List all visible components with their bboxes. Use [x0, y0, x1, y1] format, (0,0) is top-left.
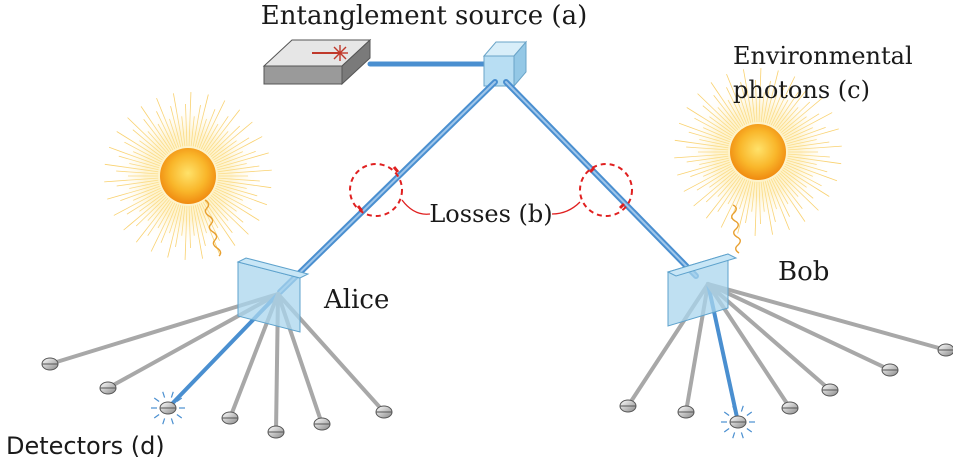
- detector-arm: [706, 282, 892, 372]
- detector-bulb-icon: [677, 405, 695, 419]
- detector-bulb-icon: [375, 405, 393, 419]
- environmental-photon-wave-right: [731, 204, 741, 254]
- spark-ray: [732, 405, 736, 412]
- losses-leader-left: [401, 199, 431, 215]
- beam-to-alice-highlight: [279, 81, 496, 293]
- spark-ray: [170, 391, 174, 398]
- losses-leader-right: [551, 201, 581, 215]
- detector-bulb-icon: [821, 383, 839, 397]
- detector-bulb-icon: [729, 415, 747, 429]
- spark-ray: [176, 413, 183, 419]
- detector-bulb-icon: [159, 401, 177, 415]
- detector-click-spark-alice: [151, 391, 185, 425]
- sun-icon: [104, 92, 272, 260]
- spark-ray: [746, 411, 753, 417]
- loss-marker-alice: [349, 163, 403, 217]
- bob-plate: [666, 253, 738, 327]
- spark-ray: [176, 397, 183, 403]
- laser-box-icon: [262, 38, 372, 86]
- spark-ray: [740, 405, 744, 412]
- environmental-photon-wave-left: [204, 199, 222, 257]
- losses-label: Losses (b): [429, 200, 552, 228]
- detector-arm: [706, 282, 948, 352]
- detector-click-spark-bob: [721, 405, 755, 439]
- detector-bulb-icon: [619, 399, 637, 413]
- environmental-label-line1: Environmental: [733, 42, 913, 70]
- detector-array-alice: [41, 292, 393, 439]
- spark-ray: [153, 413, 160, 419]
- detector-bulb-icon: [937, 343, 953, 357]
- spark-ray: [740, 432, 744, 439]
- detector-bulb-icon: [881, 363, 899, 377]
- source-label: Entanglement source (a): [261, 1, 587, 31]
- spark-ray: [170, 418, 174, 425]
- detector-bulb-icon: [781, 401, 799, 415]
- beam-to-bob-highlight: [505, 81, 697, 277]
- detector-bulb-icon: [267, 425, 285, 439]
- spark-ray: [162, 391, 166, 398]
- detector-bulb-icon: [313, 417, 331, 431]
- environmental-label-line2: photons (c): [733, 76, 870, 104]
- spark-ray: [746, 427, 753, 433]
- sun-icon: [674, 68, 842, 236]
- detectors-label: Detectors (d): [6, 432, 165, 460]
- beam-splitter-cube-icon: [482, 40, 528, 88]
- spark-ray: [732, 432, 736, 439]
- detector-bulb-icon: [41, 357, 59, 371]
- spark-ray: [153, 397, 160, 403]
- alice-plate: [236, 257, 310, 333]
- alice-label: Alice: [323, 285, 389, 315]
- spark-ray: [723, 411, 730, 417]
- spark-ray: [723, 427, 730, 433]
- spark-ray: [162, 418, 166, 425]
- loss-marker-bob: [579, 163, 633, 217]
- bob-label: Bob: [778, 257, 829, 287]
- detector-bulb-icon: [99, 381, 117, 395]
- detector-bulb-icon: [221, 411, 239, 425]
